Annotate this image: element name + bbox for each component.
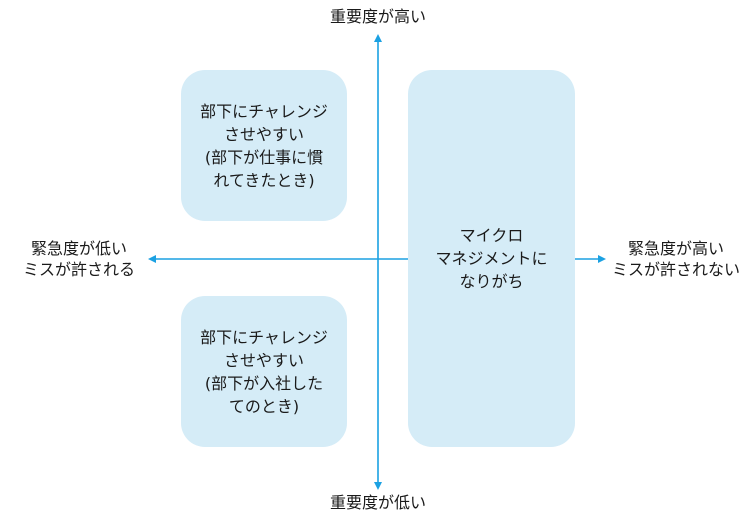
axis-label-right: 緊急度が高い ミスが許されない [611, 239, 740, 279]
axis-label-bottom: 重要度が低い [329, 493, 426, 512]
quadrant-bottom-left-text: 部下にチャレンジ させやすい (部下が入社した てのとき) [200, 327, 328, 416]
quadrant-top-left-text: 部下にチャレンジ させやすい (部下が仕事に慣 れてきたとき) [200, 101, 328, 190]
quadrant-top-left: 部下にチャレンジ させやすい (部下が仕事に慣 れてきたとき) [181, 70, 347, 221]
axis-label-left: 緊急度が低い ミスが許される [22, 239, 135, 279]
quadrant-bottom-left: 部下にチャレンジ させやすい (部下が入社した てのとき) [181, 296, 347, 447]
quadrant-right-text: マイクロ マネジメントに なりがち [435, 226, 548, 291]
quadrant-right: マイクロ マネジメントに なりがち [408, 70, 575, 447]
axis-label-top: 重要度が高い [329, 7, 426, 26]
